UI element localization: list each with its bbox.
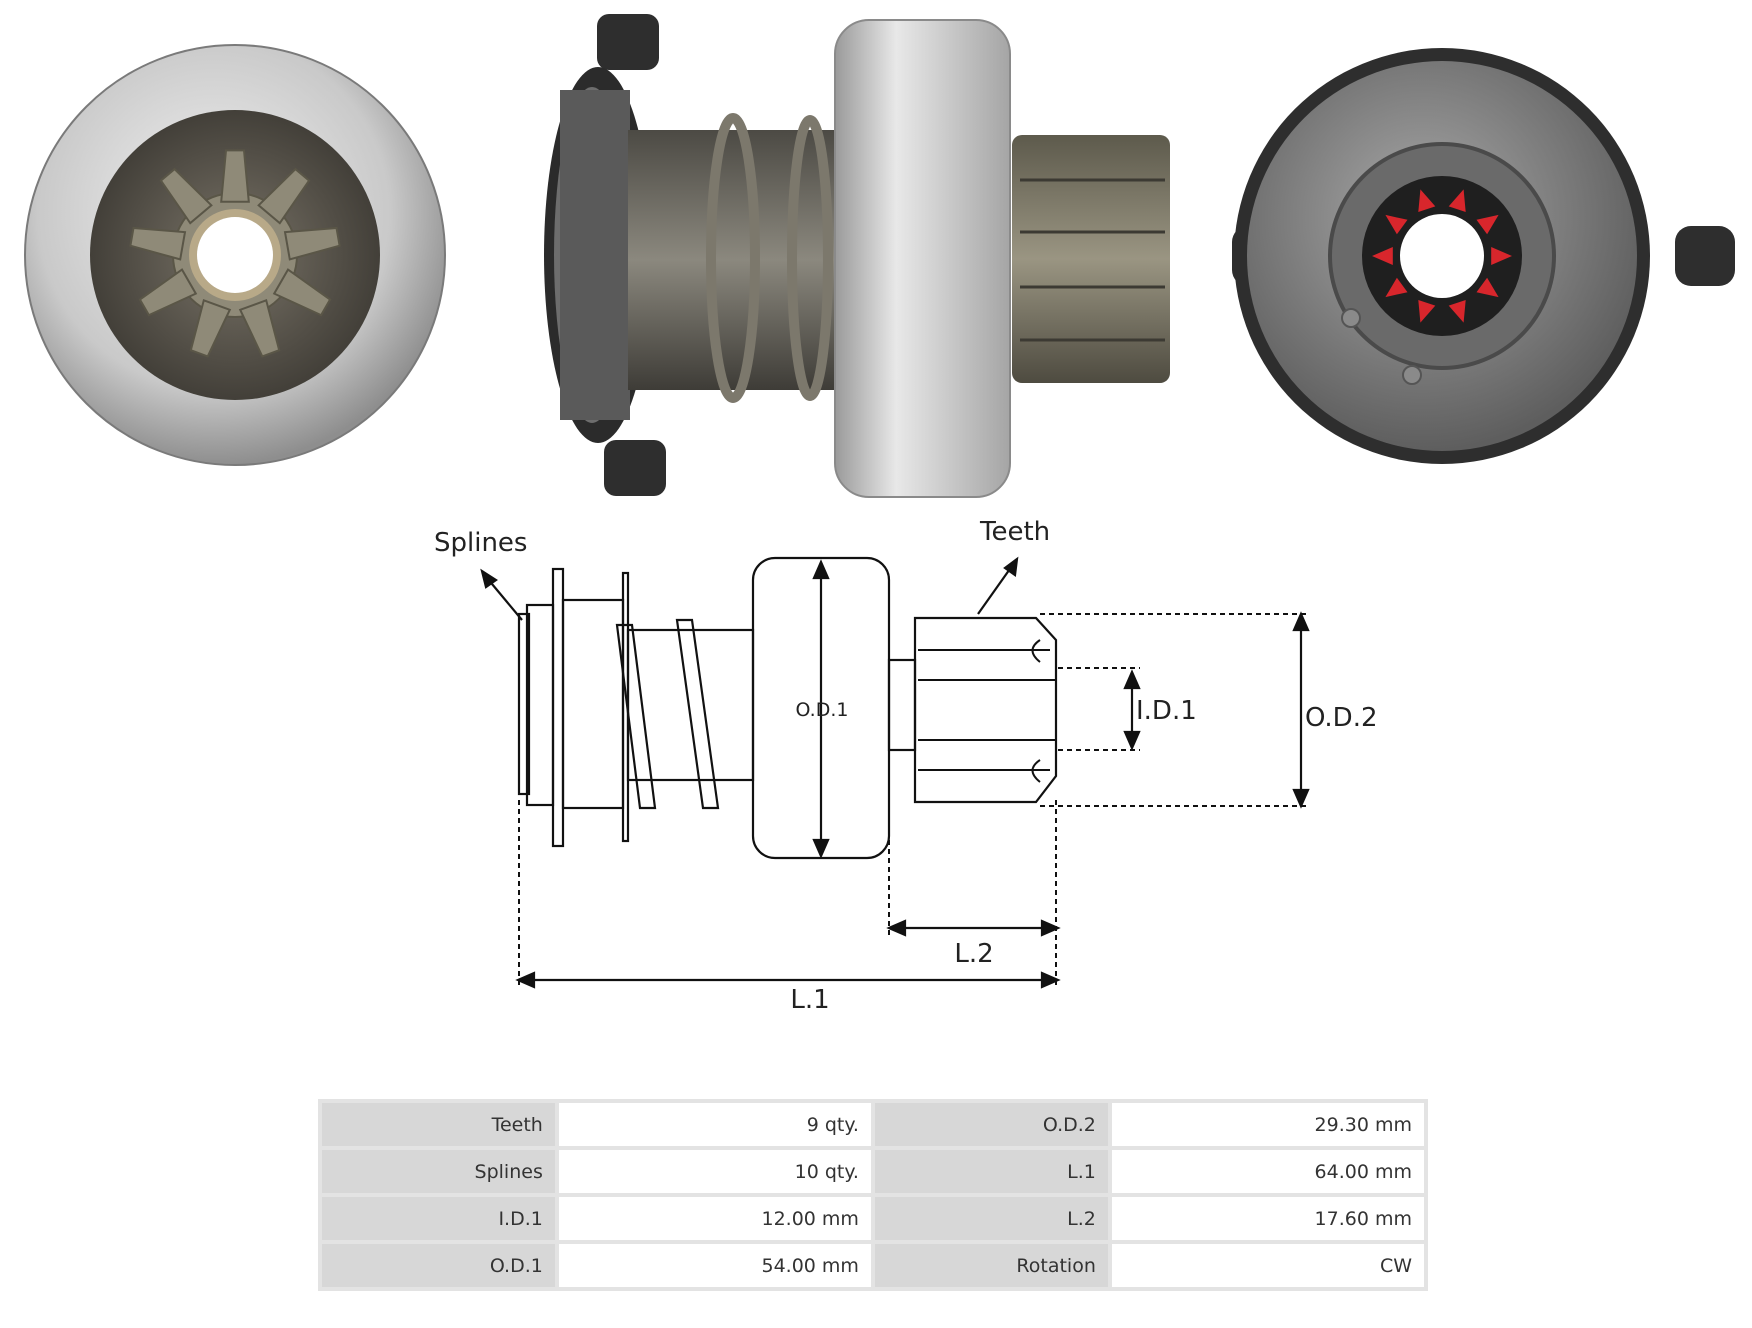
drawing-pinion <box>913 616 1058 804</box>
drawing-spline-end <box>517 612 531 796</box>
spec-label: L.1 <box>874 1150 1108 1193</box>
clutch-drum <box>834 19 1011 498</box>
spline-tooth <box>1476 214 1499 235</box>
arrow-left-icon <box>886 919 907 937</box>
bracket-right <box>1675 226 1735 286</box>
drawing-spring <box>615 618 720 810</box>
spec-label: Splines <box>322 1150 555 1193</box>
arrow-pointer-icon <box>1003 556 1019 577</box>
spline-tooth <box>1476 277 1499 298</box>
spline-tooth <box>1385 277 1408 298</box>
gear-tooth <box>159 167 213 225</box>
spec-value: 29.30 mm <box>1111 1103 1424 1146</box>
od1-label: O.D.1 <box>796 699 849 721</box>
spline-tooth <box>1448 300 1466 323</box>
bracket-top <box>597 14 659 70</box>
splines-label: Splines <box>434 528 527 558</box>
spec-label: Rotation <box>874 1244 1108 1287</box>
gear-tooth <box>257 167 311 225</box>
arrow-down-icon <box>1292 788 1310 809</box>
gear-tooth <box>189 298 232 358</box>
spring-icon <box>706 113 833 403</box>
photo-side-view <box>544 14 1170 498</box>
teeth-pointer <box>977 565 1013 615</box>
teeth-label: Teeth <box>979 517 1050 547</box>
rivet-right <box>1402 365 1422 385</box>
spec-value: 17.60 mm <box>1111 1197 1424 1240</box>
spec-value: 12.00 mm <box>558 1197 871 1240</box>
gear-tooth <box>283 226 341 261</box>
extension-lines <box>518 613 1310 985</box>
arrow-right-icon <box>1040 971 1061 989</box>
spec-value: 64.00 mm <box>1111 1150 1424 1193</box>
spec-label: I.D.1 <box>322 1197 555 1240</box>
arrow-pointer-icon <box>480 568 498 589</box>
drawing-neck <box>887 658 917 752</box>
photo-spline-end-view <box>1232 48 1735 464</box>
arrow-up-icon <box>1292 611 1310 632</box>
drawing-hub <box>561 598 625 810</box>
bracket-bottom <box>604 440 666 496</box>
rivet-left <box>1341 308 1361 328</box>
spline-tooth <box>1385 214 1408 235</box>
photo-pinion-end-view <box>24 44 446 466</box>
spec-value: 10 qty. <box>558 1150 871 1193</box>
arrow-down-icon <box>812 838 830 859</box>
gear-tooth <box>220 149 250 203</box>
gear-tooth <box>238 298 281 358</box>
spline-tooth <box>1418 300 1436 323</box>
spec-label: O.D.2 <box>874 1103 1108 1146</box>
arrow-down-icon <box>1123 730 1141 751</box>
pinion-side <box>1012 135 1170 383</box>
spline-tooth <box>1372 247 1393 265</box>
spec-value: 9 qty. <box>558 1103 871 1146</box>
spec-label: O.D.1 <box>322 1244 555 1287</box>
spline-tooth <box>1491 247 1512 265</box>
arrow-right-icon <box>1040 919 1061 937</box>
pinion-tooth-lines <box>1020 178 1165 342</box>
spec-label: Teeth <box>322 1103 555 1146</box>
spline-teeth-icon <box>1372 189 1512 323</box>
gear-tooth <box>272 268 332 317</box>
id1-label: I.D.1 <box>1136 696 1197 726</box>
shaft <box>628 130 838 390</box>
arrow-left-icon <box>515 971 536 989</box>
splines-pointer <box>486 577 523 621</box>
gear-tooth <box>138 268 198 317</box>
spec-value: CW <box>1111 1244 1424 1287</box>
spline-tooth <box>1418 189 1436 212</box>
l1-label: L.1 <box>790 985 829 1015</box>
od2-label: O.D.2 <box>1305 703 1378 733</box>
l2-label: L.2 <box>954 939 993 969</box>
drawing-pinion-grooves <box>918 639 1056 783</box>
technical-drawing <box>517 556 1058 860</box>
spline-hole <box>1400 214 1484 298</box>
arrow-up-icon <box>1123 669 1141 690</box>
gear-tooth <box>129 226 187 261</box>
drawing-shaft <box>626 628 755 782</box>
spline-tooth <box>1448 189 1466 212</box>
gear-hole <box>197 217 273 293</box>
dimension-lines <box>480 556 1310 989</box>
arrow-up-icon <box>812 559 830 580</box>
drawing-flange-1 <box>551 567 565 848</box>
spec-label: L.2 <box>874 1197 1108 1240</box>
spec-value: 54.00 mm <box>558 1244 871 1287</box>
spline-hub <box>560 90 630 420</box>
drawing-spline-collar <box>525 603 555 807</box>
